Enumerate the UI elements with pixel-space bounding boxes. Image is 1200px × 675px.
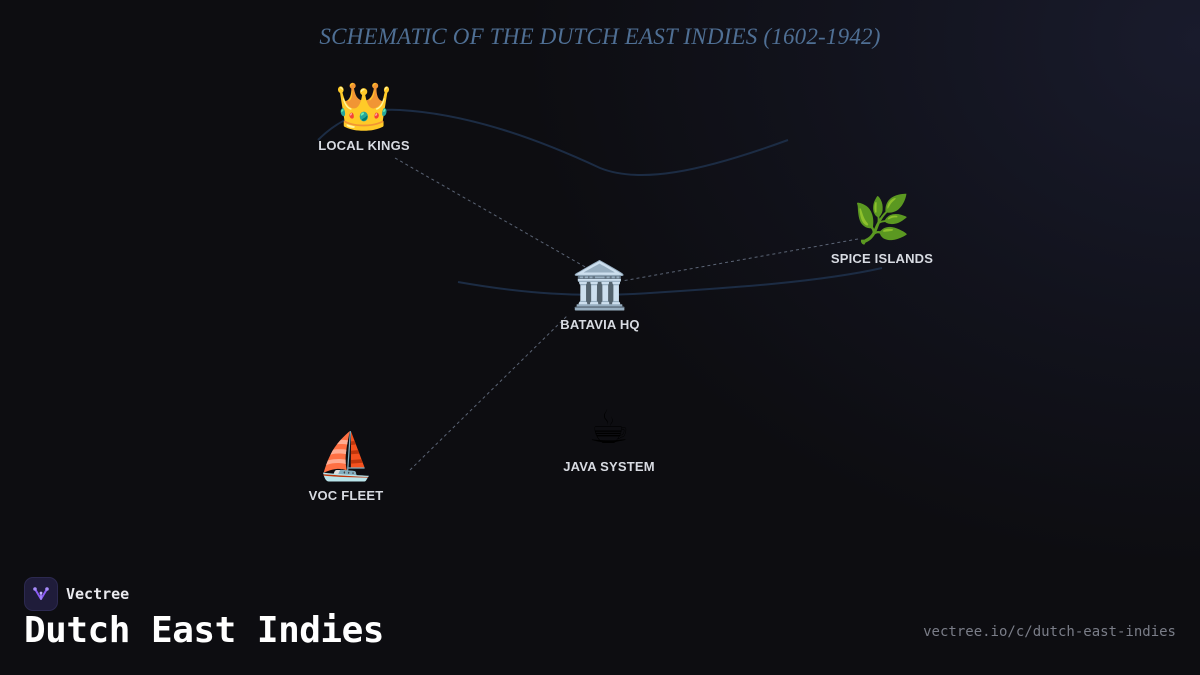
- brand[interactable]: Vectree: [24, 577, 129, 611]
- node-label-java-system: JAVA SYSTEM: [563, 459, 655, 474]
- flow-curve-north: [317, 108, 789, 176]
- flow-curve-central: [457, 267, 883, 296]
- node-batavia-hq[interactable]: 🏛️ BATAVIA HQ: [510, 257, 690, 332]
- diagram-title: SCHEMATIC OF THE DUTCH EAST INDIES (1602…: [319, 24, 881, 49]
- node-java-system[interactable]: ☕ JAVA SYSTEM: [519, 399, 699, 474]
- page-url[interactable]: vectree.io/c/dutch-east-indies: [923, 624, 1176, 640]
- link-local-kings-to-batavia-hq: [394, 157, 588, 269]
- link-spice-islands-to-batavia-hq: [621, 238, 859, 282]
- sailboat-icon: ⛵: [317, 429, 375, 483]
- herb-icon: 🌿: [853, 192, 911, 246]
- crown-icon: 👑: [335, 79, 393, 133]
- node-local-kings[interactable]: 👑 LOCAL KINGS: [274, 78, 454, 153]
- node-voc-fleet[interactable]: ⛵ VOC FLEET: [256, 428, 436, 503]
- hot-beverage-icon: ☕: [588, 400, 630, 454]
- brand-name: Vectree: [66, 585, 130, 603]
- classical-building-icon: 🏛️: [571, 258, 629, 312]
- link-voc-fleet-to-batavia-hq: [409, 314, 569, 471]
- vectree-logo-icon: [24, 577, 58, 611]
- node-spice-islands[interactable]: 🌿 SPICE ISLANDS: [792, 191, 972, 266]
- node-label-voc-fleet: VOC FLEET: [308, 488, 384, 503]
- node-label-local-kings: LOCAL KINGS: [318, 138, 410, 153]
- node-label-batavia-hq: BATAVIA HQ: [560, 317, 640, 332]
- page-title: Dutch East Indies: [24, 610, 384, 651]
- node-label-spice-islands: SPICE ISLANDS: [830, 251, 934, 266]
